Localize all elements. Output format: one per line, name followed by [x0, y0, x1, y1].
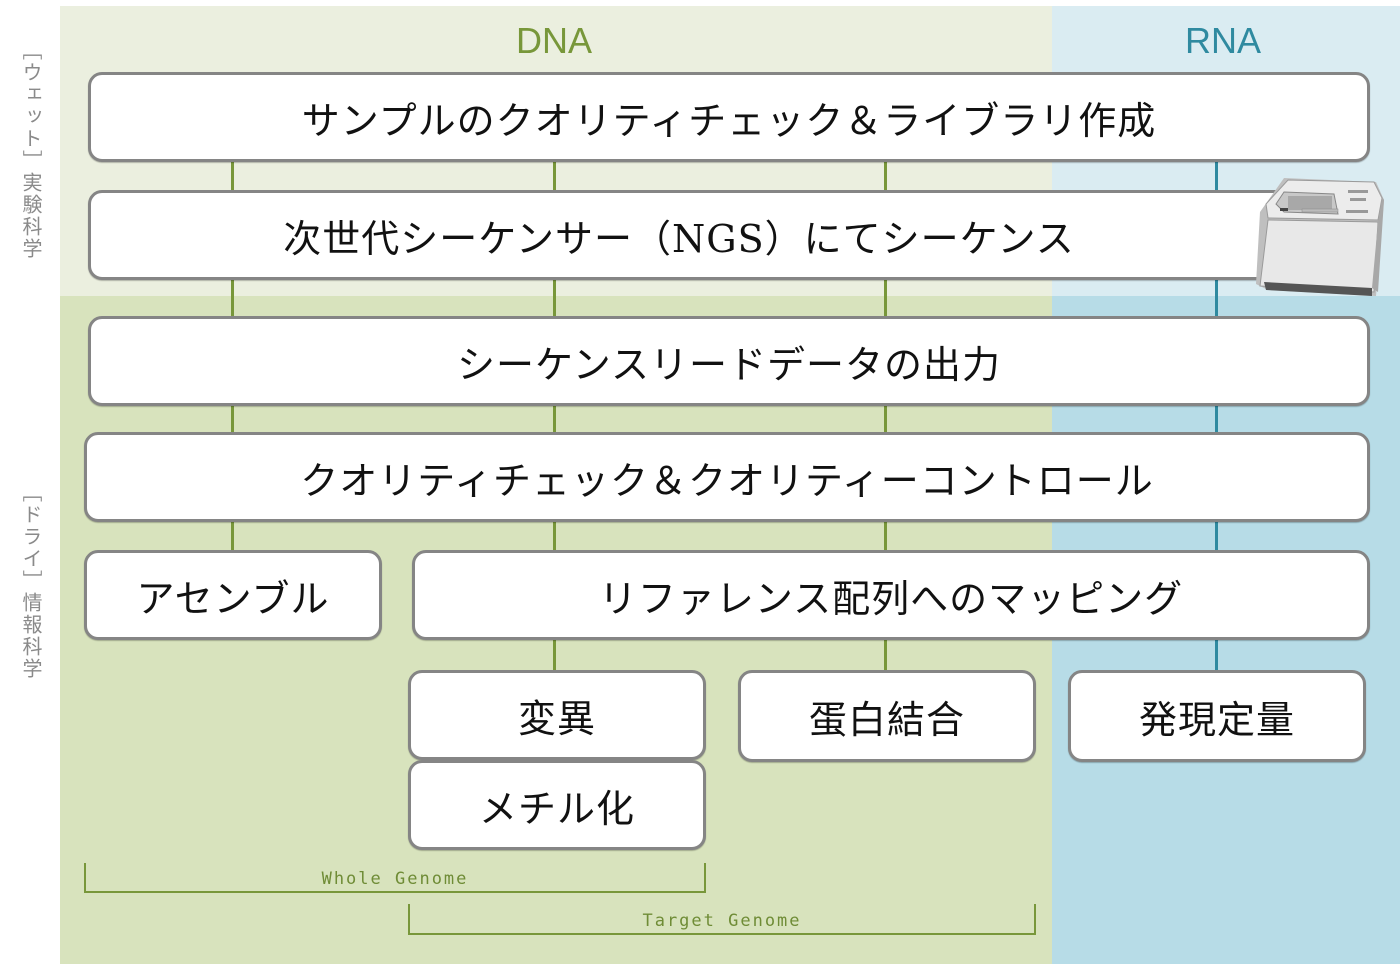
step-quality-control: クオリティチェック＆クオリティーコントロール — [84, 432, 1370, 522]
connector-line — [1215, 404, 1218, 436]
connector-line — [1215, 638, 1218, 674]
connector-line — [553, 520, 556, 554]
step-library-prep: サンプルのクオリティチェック＆ライブラリ作成 — [88, 72, 1370, 162]
step-label: 蛋白結合 — [808, 697, 965, 742]
whole-genome-bracket — [84, 863, 706, 893]
connector-line — [1215, 278, 1218, 320]
connector-line — [553, 404, 556, 436]
step-label: クオリティチェック＆クオリティーコントロール — [300, 458, 1154, 503]
connector-line — [231, 404, 234, 436]
rna-column-heading: RNA — [1185, 20, 1262, 61]
connector-line — [231, 278, 234, 320]
connector-line — [231, 160, 234, 192]
step-label: アセンブル — [136, 576, 330, 621]
step-label: 次世代シーケンサー（NGS）にてシーケンス — [283, 216, 1075, 261]
step-label: メチル化 — [478, 786, 635, 831]
target-genome-label: Target Genome — [642, 911, 802, 931]
whole-genome-label: Whole Genome — [321, 869, 469, 889]
target-genome-bracket — [408, 904, 1036, 935]
connector-line — [1215, 520, 1218, 554]
connector-line — [553, 638, 556, 674]
connector-line — [884, 160, 887, 192]
ngs-sequencer-machine-icon — [1256, 178, 1384, 296]
wet-lab-label: ［ウェット］実験科学 — [19, 40, 43, 260]
step-methylation: メチル化 — [408, 760, 706, 850]
step-sequencing: 次世代シーケンサー（NGS）にてシーケンス — [88, 190, 1370, 280]
step-assembly: アセンブル — [84, 550, 382, 640]
step-label: シーケンスリードデータの出力 — [456, 342, 1002, 387]
step-expression-quantification: 発現定量 — [1068, 670, 1366, 762]
connector-line — [553, 160, 556, 192]
connector-line — [231, 520, 234, 554]
step-protein-binding: 蛋白結合 — [738, 670, 1036, 762]
connector-line — [884, 520, 887, 554]
connector-line — [884, 278, 887, 320]
connector-line — [1215, 160, 1218, 192]
step-read-output: シーケンスリードデータの出力 — [88, 316, 1370, 406]
step-variant: 変異 — [408, 670, 706, 760]
dna-column-heading: DNA — [516, 20, 593, 61]
connector-line — [884, 638, 887, 674]
dry-lab-label: ［ドライ］情報科学 — [19, 482, 43, 680]
connector-line — [553, 278, 556, 320]
step-label: サンプルのクオリティチェック＆ライブラリ作成 — [301, 98, 1157, 143]
step-label: リファレンス配列へのマッピング — [598, 576, 1184, 621]
step-reference-mapping: リファレンス配列へのマッピング — [412, 550, 1370, 640]
step-label: 変異 — [517, 696, 596, 741]
step-label: 発現定量 — [1138, 697, 1295, 742]
connector-line — [884, 404, 887, 436]
